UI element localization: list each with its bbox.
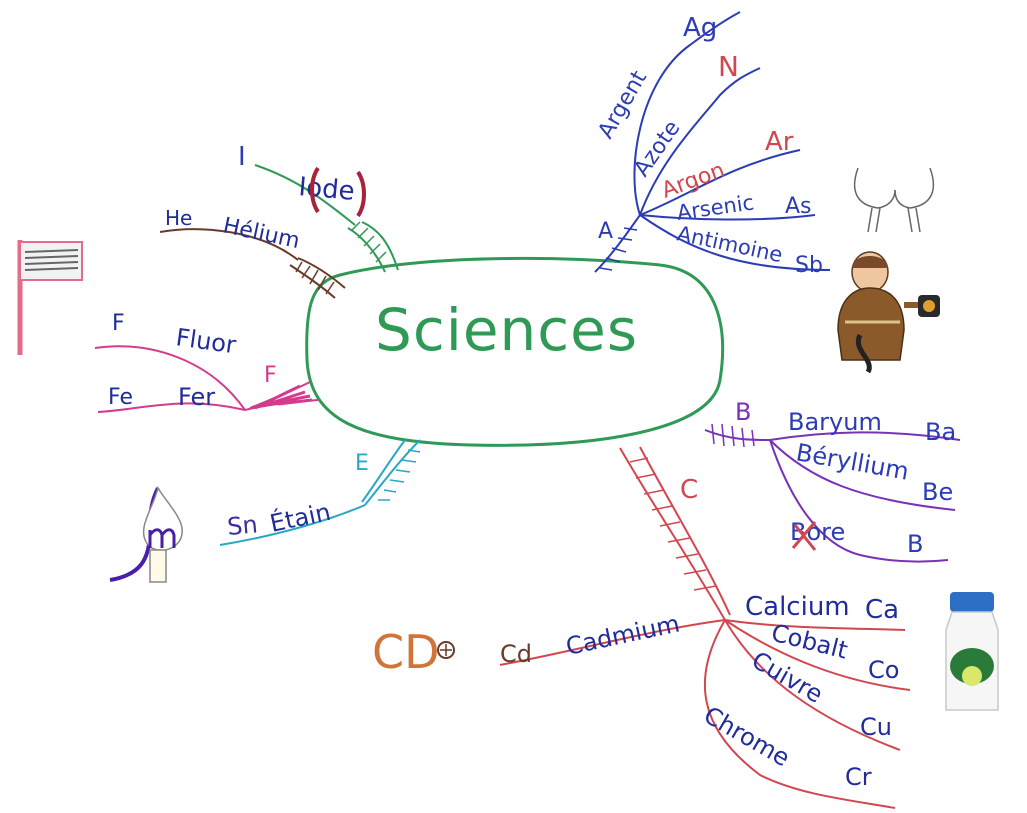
bore-symbol: B: [907, 530, 923, 558]
argent-label: Argent: [594, 66, 653, 143]
center-title: Sciences: [375, 296, 638, 364]
monk-icon: [837, 251, 940, 374]
branch-c: [499, 446, 911, 809]
fluor-label: Fluor: [174, 323, 238, 359]
helium-label: Hélium: [221, 213, 302, 254]
arsenic-symbol: As: [785, 194, 812, 219]
baryum-label: Baryum: [788, 408, 882, 436]
branch-e: [219, 439, 421, 546]
iode-symbol: I: [238, 142, 246, 172]
branch-a: [594, 11, 831, 273]
fer-label: Fer: [178, 383, 215, 411]
milk-bottle-icon: [945, 592, 999, 711]
branch-f-letter: F: [264, 363, 277, 388]
branch-c-letter: C: [680, 475, 698, 505]
candle-icon: [109, 486, 183, 583]
flag-icon: [17, 240, 83, 355]
etain-label: Étain: [267, 497, 333, 538]
cadmium-label: Cadmium: [563, 609, 682, 660]
cd-icon: CD: [372, 625, 455, 679]
branch-a-letter: A: [598, 219, 613, 244]
calcium-symbol: Ca: [865, 595, 899, 625]
cadmium-symbol: Cd: [500, 640, 532, 668]
cuivre-symbol: Cu: [860, 713, 892, 741]
branch-f: [94, 345, 319, 413]
cobalt-symbol: Co: [868, 656, 899, 684]
antimoine-label: Antimoine: [675, 221, 785, 267]
branch-b: [704, 423, 961, 563]
buttocks-sketch-icon: [853, 167, 935, 233]
branch-e-letter: E: [355, 451, 369, 476]
calcium-label: Calcium: [745, 592, 850, 622]
fluor-symbol: F: [112, 311, 125, 336]
iode-bracket-right-icon: [356, 170, 366, 218]
helium-symbol: He: [165, 206, 192, 230]
bore-strike-icon: [791, 521, 817, 551]
etain-symbol: Sn: [226, 510, 259, 541]
iode-label: Iode: [297, 172, 355, 207]
antimoine-symbol: Sb: [795, 253, 823, 278]
branch-h: [159, 228, 346, 299]
baryum-symbol: Ba: [925, 418, 956, 446]
chrome-label: Chrome: [699, 701, 795, 772]
center-node: [305, 256, 725, 447]
azote-symbol: N: [718, 50, 739, 83]
branch-b-letter: B: [735, 398, 751, 426]
argent-symbol: Ag: [683, 13, 717, 43]
fer-symbol: Fe: [108, 385, 133, 410]
chrome-symbol: Cr: [845, 763, 872, 791]
argon-symbol: Ar: [765, 127, 794, 157]
cd-drawing-text: CD: [372, 625, 440, 679]
iode-bracket-left-icon: [310, 166, 320, 214]
beryllium-label: Béryllium: [794, 438, 911, 485]
beryllium-symbol: Be: [922, 478, 953, 506]
